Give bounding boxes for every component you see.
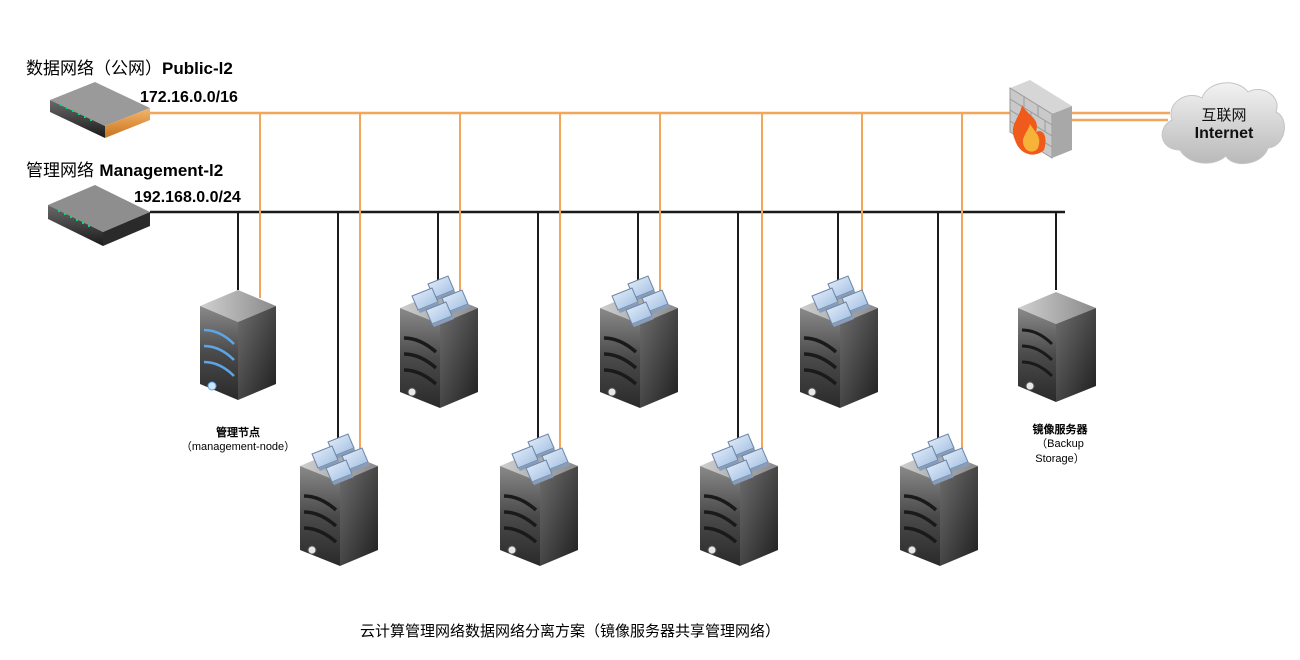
management-network-title-cn: 管理网络 bbox=[26, 161, 100, 181]
virtual-machine-monitors-icon bbox=[711, 433, 770, 485]
public-network-title-en: Public-l2 bbox=[162, 59, 233, 78]
compute-host-server-icon bbox=[400, 275, 478, 408]
management-subnet-label: 192.168.0.0/24 bbox=[134, 189, 241, 206]
compute-host-server-icon bbox=[300, 433, 378, 566]
management-node-label-en: （management-node） bbox=[180, 441, 296, 453]
internet-cloud-icon bbox=[1161, 82, 1285, 164]
public-network-title-cn: 数据网络（公网） bbox=[26, 59, 162, 79]
backup-storage-label-line3: Storage） bbox=[1035, 453, 1085, 465]
compute-hosts bbox=[300, 275, 978, 566]
virtual-machine-monitors-icon bbox=[811, 275, 870, 327]
management-switch-icon bbox=[48, 185, 150, 246]
public-drop-lines bbox=[259, 113, 963, 455]
public-network-title: 数据网络（公网）Public-l2 bbox=[26, 54, 233, 79]
virtual-machine-monitors-icon bbox=[911, 433, 970, 485]
virtual-machine-monitors-icon bbox=[611, 275, 670, 327]
management-network-title-en: Management-l2 bbox=[99, 161, 224, 180]
internet-label: 互联网 Internet bbox=[1176, 104, 1272, 143]
compute-host-server-icon bbox=[500, 433, 578, 566]
management-network-title: 管理网络 Management-l2 bbox=[26, 156, 223, 181]
backup-storage-label-cn: 镜像服务器 bbox=[1032, 423, 1088, 436]
management-node-server-icon bbox=[200, 290, 276, 400]
internet-label-en: Internet bbox=[1194, 125, 1254, 142]
compute-host-server-icon bbox=[800, 275, 878, 408]
public-switch-icon bbox=[50, 82, 150, 138]
backup-storage-label: 镜像服务器 （Backup Storage） bbox=[1000, 422, 1120, 467]
management-drop-lines bbox=[237, 212, 1057, 448]
diagram-caption: 云计算管理网络数据网络分离方案（镜像服务器共享管理网络） bbox=[360, 622, 781, 640]
virtual-machine-monitors-icon bbox=[411, 275, 470, 327]
management-node-label-cn: 管理节点 bbox=[216, 426, 260, 439]
backup-storage-label-line2: （Backup bbox=[1036, 438, 1084, 450]
compute-host-server-icon bbox=[700, 433, 778, 566]
public-subnet-label: 172.16.0.0/16 bbox=[140, 89, 238, 106]
management-node-label: 管理节点 （management-node） bbox=[158, 425, 318, 455]
compute-host-server-icon bbox=[600, 275, 678, 408]
compute-host-server-icon bbox=[900, 433, 978, 566]
virtual-machine-monitors-icon bbox=[311, 433, 370, 485]
firewall-icon bbox=[1009, 80, 1072, 159]
virtual-machine-monitors-icon bbox=[511, 433, 570, 485]
backup-storage-server-icon bbox=[1018, 292, 1096, 402]
internet-label-cn: 互联网 bbox=[1201, 106, 1247, 124]
